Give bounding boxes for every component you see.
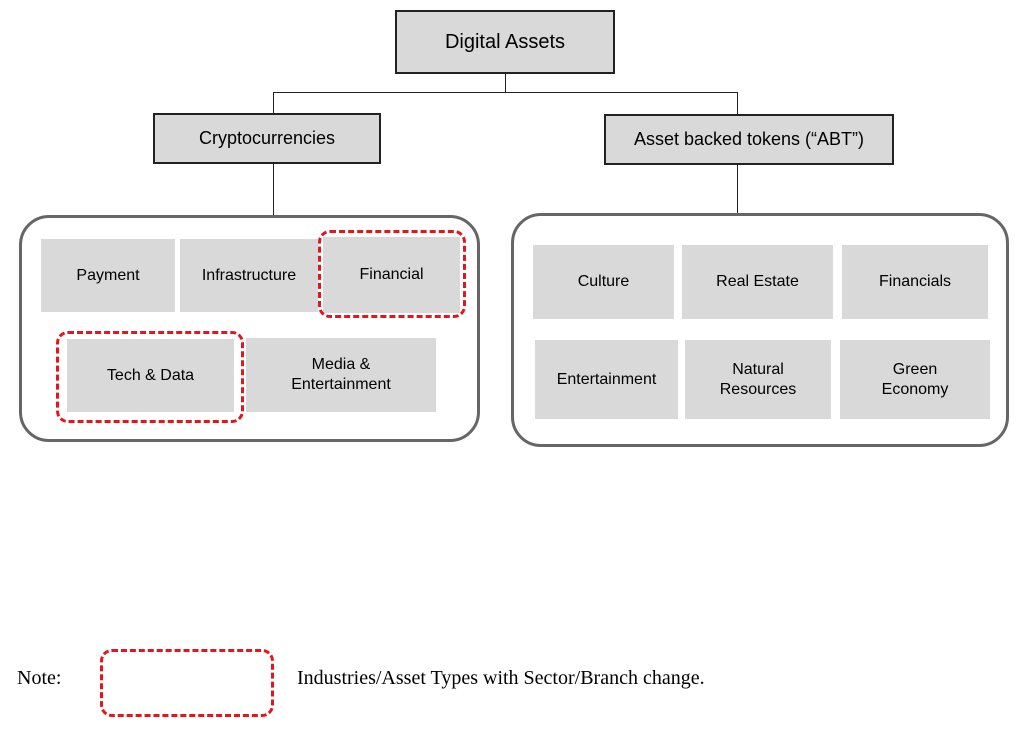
root-node-digital-assets: Digital Assets [395,10,615,74]
category-financials: Financials [842,245,988,319]
category-green-economy: Green Economy [840,340,990,419]
category-media-entertainment: Media & Entertainment [246,338,436,412]
branch-node-abt: Asset backed tokens (“ABT”) [604,114,894,165]
category-green-economy-label: Green Economy [881,360,949,398]
category-tech-and-data: Tech & Data [67,339,234,412]
connector-root-down [505,74,506,93]
category-natural-resources: Natural Resources [685,340,831,419]
legend-description: Industries/Asset Types with Sector/Branc… [297,667,705,689]
category-entertainment: Entertainment [535,340,678,419]
connector-abt-group [737,164,738,215]
connector-horizontal [273,92,738,93]
category-real-estate: Real Estate [682,245,833,319]
note-label: Note: [17,667,62,689]
category-financial: Financial [323,237,460,313]
category-media-entertainment-label: Media & Entertainment [291,356,391,393]
connector-right-down [737,92,738,114]
highlight-tech-and-data [56,331,244,423]
category-culture: Culture [533,245,674,319]
category-infrastructure: Infrastructure [180,239,318,312]
legend-dashed-box [100,649,274,717]
category-natural-resources-label: Natural Resources [719,360,797,398]
category-payment: Payment [41,239,175,312]
highlight-financial [318,230,466,318]
branch-node-cryptocurrencies: Cryptocurrencies [153,113,381,164]
connector-crypto-group [273,163,274,216]
connector-left-down [273,92,274,113]
